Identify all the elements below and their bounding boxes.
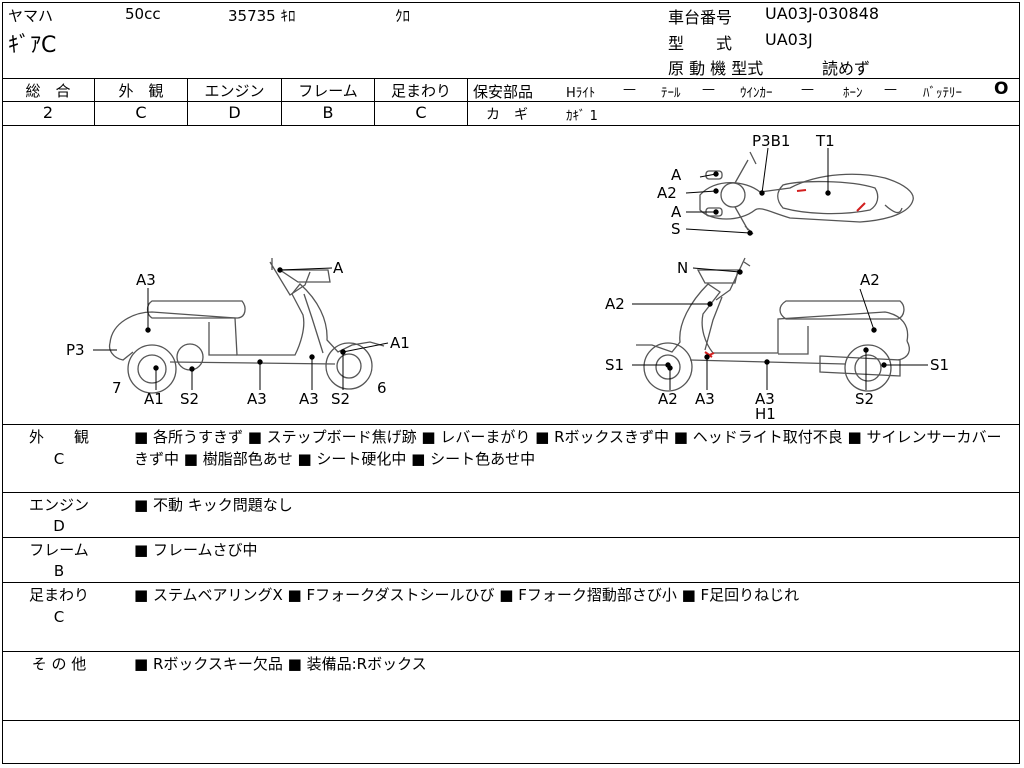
maker: ヤマハ bbox=[8, 7, 54, 25]
safety-tail-value: — bbox=[702, 82, 715, 97]
section-other-text: ■ Rボックスキー欠品 ■ 装備品:Rボックス bbox=[134, 655, 427, 673]
label-left-a1-front: A1 bbox=[390, 334, 410, 352]
label-left-a3-seat: A3 bbox=[136, 271, 156, 289]
divider bbox=[187, 78, 188, 125]
divider bbox=[281, 78, 282, 125]
divider bbox=[2, 582, 1020, 583]
label-left-6: 6 bbox=[377, 379, 387, 397]
label-left-7: 7 bbox=[112, 379, 122, 397]
label-top-t1: T1 bbox=[815, 132, 835, 150]
divider bbox=[2, 492, 1020, 493]
grade-value-exterior: C bbox=[135, 103, 147, 122]
grade-value-suspension: C bbox=[415, 103, 427, 122]
label-right-a2-rear: A2 bbox=[860, 271, 880, 289]
label-left-a1-wheel: A1 bbox=[144, 390, 164, 408]
safety-headlight-label: Hﾗｲﾄ bbox=[566, 86, 596, 101]
label-top-a-lower: A bbox=[671, 203, 682, 221]
label-top-a-upper: A bbox=[671, 166, 682, 184]
label-right-a3-floor: A3 bbox=[755, 390, 775, 408]
divider bbox=[2, 101, 467, 102]
section-suspension-text: ■ ステムベアリングX ■ Fフォークダストシールひび ■ Fフォーク摺動部さび… bbox=[134, 586, 800, 604]
safety-winker-label: ｳｲﾝｶｰ bbox=[740, 86, 773, 101]
label-top-a2: A2 bbox=[657, 184, 677, 202]
displacement: 50cc bbox=[125, 5, 161, 23]
label-top-s: S bbox=[671, 220, 681, 238]
section-frame-label: フレーム bbox=[29, 541, 89, 559]
label-left-s2-a: S2 bbox=[180, 390, 199, 408]
chassis-label: 車台番号 bbox=[668, 8, 733, 27]
safety-horn-value: — bbox=[884, 82, 897, 97]
safety-horn-label: ﾎｰﾝ bbox=[843, 86, 863, 101]
condition-diagram: P3B1 T1 A A2 A S A A3 P3 A1 7 6 A1 S2 A3… bbox=[66, 132, 949, 423]
label-right-s1-rear: S1 bbox=[930, 356, 949, 374]
section-engine-label: エンジン bbox=[28, 496, 89, 514]
label-left-s2-b: S2 bbox=[331, 390, 350, 408]
safety-winker-value: — bbox=[801, 82, 814, 97]
model-name: ｷﾞｱC bbox=[8, 33, 57, 58]
divider bbox=[2, 537, 1020, 538]
grade-label-overall: 総 合 bbox=[25, 82, 71, 100]
label-left-p3: P3 bbox=[66, 341, 85, 359]
section-engine-grade: D bbox=[53, 517, 65, 535]
safety-battery-value: O bbox=[994, 79, 1009, 99]
label-right-a2-front: A2 bbox=[605, 295, 625, 313]
divider bbox=[374, 78, 375, 125]
grade-value-overall: 2 bbox=[42, 103, 54, 122]
label-right-h1: H1 bbox=[755, 405, 776, 423]
label-top-p3b1: P3B1 bbox=[752, 132, 790, 150]
type-label: 型 式 bbox=[668, 34, 733, 53]
section-exterior-text: ■ 各所うすきず ■ ステップボード焦げ跡 ■ レバーまがり ■ Rボックスきず… bbox=[134, 428, 1002, 468]
top-view-scooter bbox=[699, 151, 914, 235]
label-left-a3-floor: A3 bbox=[247, 390, 267, 408]
engine-type-label: 原 動 機 型式 bbox=[668, 59, 764, 78]
safety-tail-label: ﾃｰﾙ bbox=[661, 86, 681, 101]
grade-value-frame: B bbox=[322, 103, 334, 122]
divider bbox=[94, 78, 95, 125]
divider bbox=[2, 651, 1020, 652]
grade-label-frame: フレーム bbox=[298, 82, 358, 100]
label-left-a-handle: A bbox=[333, 259, 344, 277]
key-label: カ ギ bbox=[486, 107, 528, 123]
grade-label-engine: エンジン bbox=[204, 82, 265, 100]
divider bbox=[2, 78, 1020, 79]
label-right-a2-wheel: A2 bbox=[658, 390, 678, 408]
grade-label-exterior: 外 観 bbox=[118, 82, 164, 100]
label-right-n: N bbox=[677, 259, 688, 277]
divider bbox=[2, 720, 1020, 721]
divider bbox=[467, 101, 1020, 102]
section-engine-text: ■ 不動 キック問題なし bbox=[134, 496, 293, 514]
grade-value-engine: D bbox=[228, 103, 241, 122]
left-view-scooter bbox=[108, 258, 385, 394]
divider bbox=[2, 125, 1020, 126]
safety-headlight-value: — bbox=[623, 82, 636, 97]
type-value: UA03J bbox=[765, 30, 813, 49]
section-suspension-grade: C bbox=[53, 608, 65, 626]
safety-label: 保安部品 bbox=[473, 83, 534, 101]
right-view-scooter bbox=[636, 257, 910, 392]
section-other-label: そ の 他 bbox=[31, 655, 87, 673]
color: ｸﾛ bbox=[395, 7, 411, 25]
label-right-a3-fork: A3 bbox=[695, 390, 715, 408]
engine-type-value: 読めず bbox=[822, 59, 871, 78]
chassis-value: UA03J-030848 bbox=[765, 4, 880, 23]
mileage: 35735 ｷﾛ bbox=[228, 7, 296, 25]
grade-label-suspension: 足まわり bbox=[390, 82, 451, 100]
safety-battery-label: ﾊﾞｯﾃﾘｰ bbox=[923, 86, 962, 101]
section-frame-grade: B bbox=[53, 562, 65, 580]
divider bbox=[467, 78, 468, 125]
section-exterior-grade: C bbox=[53, 450, 65, 468]
label-right-s1-front: S1 bbox=[605, 356, 624, 374]
section-exterior-label: 外 観 bbox=[28, 428, 89, 446]
label-right-s2: S2 bbox=[855, 390, 874, 408]
section-suspension-label: 足まわり bbox=[28, 586, 89, 604]
label-left-a3-mid: A3 bbox=[299, 390, 319, 408]
divider bbox=[2, 424, 1020, 425]
key-value: ｶｷﾞ 1 bbox=[566, 109, 598, 124]
section-frame-text: ■ フレームさび中 bbox=[134, 541, 258, 559]
